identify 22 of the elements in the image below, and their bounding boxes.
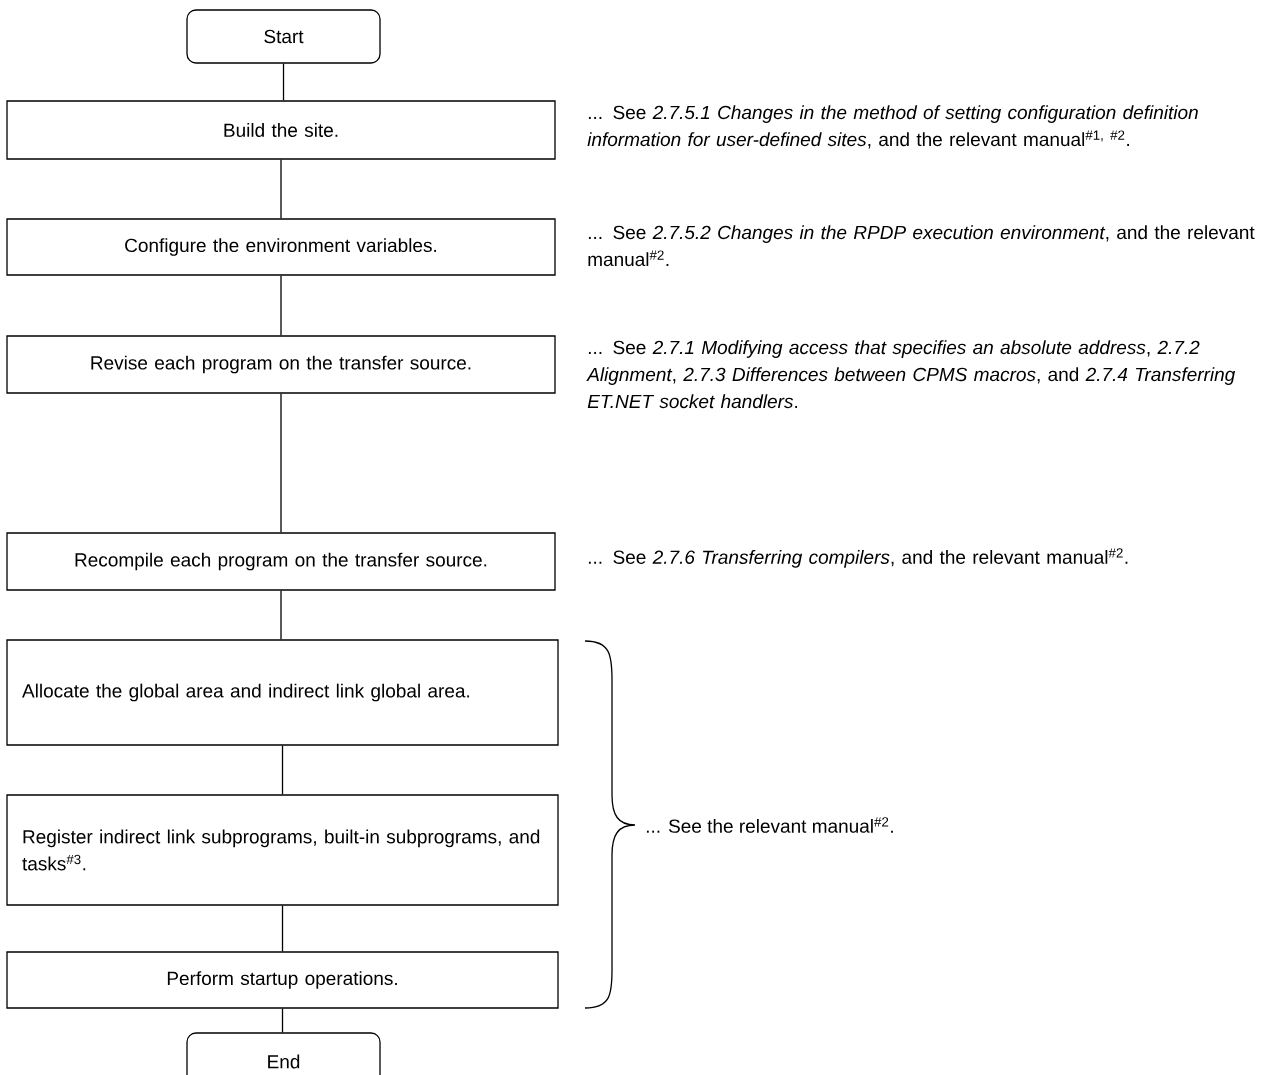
process-box: Register indirect link subprograms, built-in subprograms, and tasks$^{#3}$. xyxy=(6,794,559,906)
process-box: Allocate the global area and indirect link global area. xyxy=(6,639,559,746)
process-box: Revise each program on the transfer source. xyxy=(6,335,556,394)
note-text: ... See 2.7.5.2 Changes in the RPDP execution environment, and the relevant manual$^{#2}$. xyxy=(588,225,1255,267)
connector-line xyxy=(280,159,282,219)
note-text: ... See the relevant manual$^{#2}$. xyxy=(646,817,893,833)
connector-line xyxy=(280,275,282,336)
process-box: Build the site. xyxy=(6,100,556,160)
note-text: ... See 2.7.5.1 Changes in the method of setting configuration definition information for user-defined sites, and the relevant manual$^{#1, #2}$. xyxy=(587,105,1198,149)
connector-line xyxy=(280,393,282,533)
process-box: Recompile each program on the transfer source. xyxy=(6,532,556,591)
connector-line xyxy=(280,590,282,640)
process-box: Perform startup operations. xyxy=(6,951,559,1009)
note-text: ... See 2.7.1 Modifying access that specifies an absolute address, 2.7.2 Alignment, 2.7.3 Differences between CPMS macros, and 2.7.4 Transferring ET.NET socket handlers. xyxy=(586,340,1236,409)
terminal-box: End xyxy=(186,1032,381,1075)
connector-line xyxy=(281,1008,284,1033)
terminal-box: Start xyxy=(186,9,381,64)
connector-line xyxy=(282,63,285,101)
connector-line xyxy=(281,905,284,952)
connector-line xyxy=(281,745,284,795)
note-text: ... See 2.7.6 Transferring compilers, and the relevant manual$^{#2}$. xyxy=(588,548,1128,568)
process-box: Configure the environment variables. xyxy=(6,218,556,276)
